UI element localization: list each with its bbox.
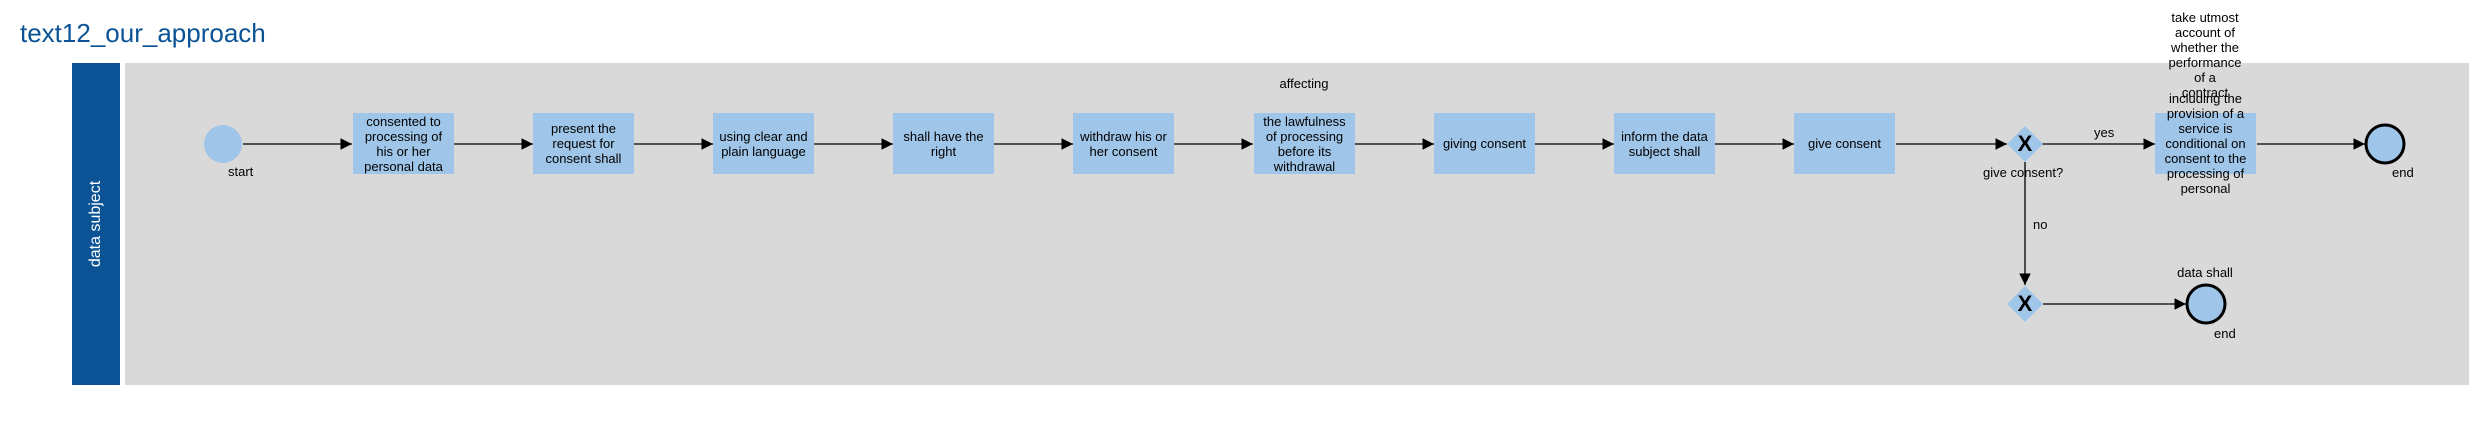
task-shall-have-right: shall have the right bbox=[893, 113, 994, 174]
edge-label-no: no bbox=[2033, 217, 2048, 232]
decision-gateway-label: give consent? bbox=[1983, 165, 2064, 180]
decision-gateway bbox=[2007, 126, 2043, 162]
annotation-affecting: affecting bbox=[1279, 76, 1329, 91]
annotation-data-shall: data shall bbox=[2177, 265, 2233, 280]
diagram-title: text12_our_approach bbox=[20, 18, 266, 48]
task-provision-of-service: including the provision of a service is … bbox=[2155, 91, 2256, 196]
edge-label-yes: yes bbox=[2094, 125, 2115, 140]
merge-gateway bbox=[2007, 286, 2043, 322]
task-withdraw-consent: withdraw his or her consent bbox=[1073, 113, 1174, 174]
annotation-take-utmost-account: take utmost account of whether the perfo… bbox=[2168, 10, 2242, 100]
task-give-consent: give consent bbox=[1794, 113, 1895, 174]
decision-gateway-symbol: X bbox=[2017, 131, 2033, 156]
task-consented-to-processing: consented to processing of his or her pe… bbox=[353, 113, 454, 174]
merge-gateway-symbol: X bbox=[2017, 291, 2033, 316]
lane-header: data subject bbox=[72, 63, 120, 385]
task-giving-consent: giving consent bbox=[1434, 113, 1535, 174]
task-present-request: present the request for consent shall bbox=[533, 113, 634, 174]
end-label-yes: end bbox=[2392, 165, 2414, 180]
task-lawfulness-of-processing: the lawfulness of processing before its … bbox=[1254, 113, 1355, 174]
end-event-no bbox=[2185, 283, 2227, 325]
end-label-no: end bbox=[2214, 326, 2236, 341]
start-event bbox=[204, 125, 242, 163]
task-clear-plain-language: using clear and plain language bbox=[713, 113, 814, 174]
task-inform-data-subject: inform the data subject shall bbox=[1614, 113, 1715, 174]
end-event-yes bbox=[2364, 123, 2406, 165]
start-label: start bbox=[228, 164, 254, 179]
